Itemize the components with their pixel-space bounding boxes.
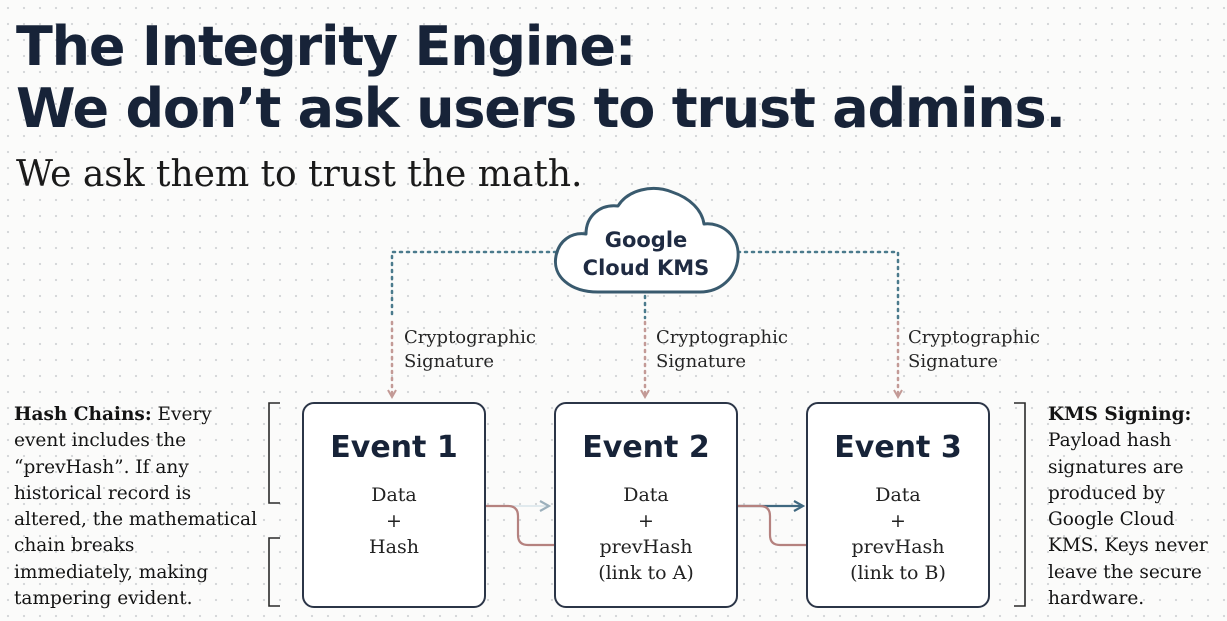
kms-signing-heading: KMS Signing: <box>1048 404 1192 425</box>
event-3-line-4: (link to B) <box>850 562 946 584</box>
signature-label-1-line-2: Signature <box>404 351 495 372</box>
hash-chains-line: chain breaks <box>14 535 135 557</box>
kms-connector-right <box>736 250 900 320</box>
event-1-line-2: + <box>386 510 402 532</box>
kms-signing-line: produced by <box>1048 482 1165 504</box>
hash-chains-line: event includes the <box>14 430 187 452</box>
left-bracket <box>268 402 280 504</box>
event-3-line-2: + <box>890 510 906 532</box>
kms-signing-line: Google Cloud <box>1048 509 1175 531</box>
event-3-line-1: Data <box>875 484 921 506</box>
hash-chains-line: “prevHash”. If any <box>14 456 189 478</box>
signature-label-3: Cryptographic Signature <box>908 326 1040 374</box>
right-bracket <box>1014 402 1026 607</box>
hash-chains-heading: Hash Chains: <box>14 404 152 425</box>
signature-label-1-line-1: Cryptographic <box>404 327 536 348</box>
signature-label-3-line-2: Signature <box>908 351 999 372</box>
event-2-body: Data + prevHash (link to A) <box>556 482 736 586</box>
title-line-2: We don’t ask users to trust admins. <box>16 77 1066 140</box>
event-2-line-1: Data <box>623 484 669 506</box>
event-box-2: Event 2 Data + prevHash (link to A) <box>554 402 738 608</box>
kms-connector-left <box>390 250 558 320</box>
event-1-body: Data + Hash <box>304 482 484 560</box>
kms-signing-line: KMS. Keys never <box>1048 535 1208 557</box>
hash-link-arrow-1 <box>486 504 585 545</box>
cloud-icon <box>553 187 740 294</box>
hash-chains-note: Hash Chains: Every event includes the “p… <box>14 402 257 612</box>
kms-signing-line: leave the secure <box>1048 561 1202 583</box>
event-3-body: Data + prevHash (link to B) <box>808 482 988 586</box>
hash-chains-first-line-rest: Every <box>151 404 212 425</box>
event-1-line-3: Hash <box>369 536 419 558</box>
event-1-title: Event 1 <box>330 430 458 465</box>
hash-link-arrow-2 <box>738 504 837 545</box>
signature-label-2: Cryptographic Signature <box>656 326 788 374</box>
hash-chains-first-line: Hash Chains: Every <box>14 402 257 428</box>
cloud-label-line-1: Google <box>604 228 688 252</box>
kms-signing-heading-line: KMS Signing: <box>1048 402 1208 428</box>
signature-label-3-line-1: Cryptographic <box>908 327 1040 348</box>
cloud-kms-label: Google Cloud KMS <box>566 226 726 282</box>
event-box-1: Event 1 Data + Hash <box>302 402 486 608</box>
event-2-line-4: (link to A) <box>598 562 694 584</box>
event-2-title: Event 2 <box>582 430 710 465</box>
signature-label-2-line-1: Cryptographic <box>656 327 788 348</box>
subtitle: We ask them to trust the math. <box>16 154 583 195</box>
kms-signing-line: signatures are <box>1048 456 1184 478</box>
hash-chains-line: immediately, making <box>14 561 209 583</box>
kms-signing-line: hardware. <box>1048 588 1145 610</box>
left-bracket-lower <box>268 537 280 607</box>
cloud-label-line-2: Cloud KMS <box>582 256 710 280</box>
event-2-line-2: + <box>638 510 654 532</box>
event-2-line-3: prevHash <box>599 536 693 558</box>
page-title: The Integrity Engine: We don’t ask users… <box>16 15 1066 140</box>
signature-label-1: Cryptographic Signature <box>404 326 536 374</box>
event-box-3: Event 3 Data + prevHash (link to B) <box>806 402 990 608</box>
title-line-1: The Integrity Engine: <box>16 15 636 78</box>
event-3-title: Event 3 <box>834 430 962 465</box>
signature-label-2-line-2: Signature <box>656 351 747 372</box>
event-3-line-3: prevHash <box>851 536 945 558</box>
event-1-line-1: Data <box>371 484 417 506</box>
hash-chains-line: historical record is <box>14 482 192 504</box>
hash-chains-line: tampering evident. <box>14 588 193 610</box>
kms-signing-line: Payload hash <box>1048 430 1172 452</box>
hash-chains-line: altered, the mathematical <box>14 509 258 531</box>
kms-signing-note: KMS Signing: Payload hash signatures are… <box>1048 402 1208 612</box>
